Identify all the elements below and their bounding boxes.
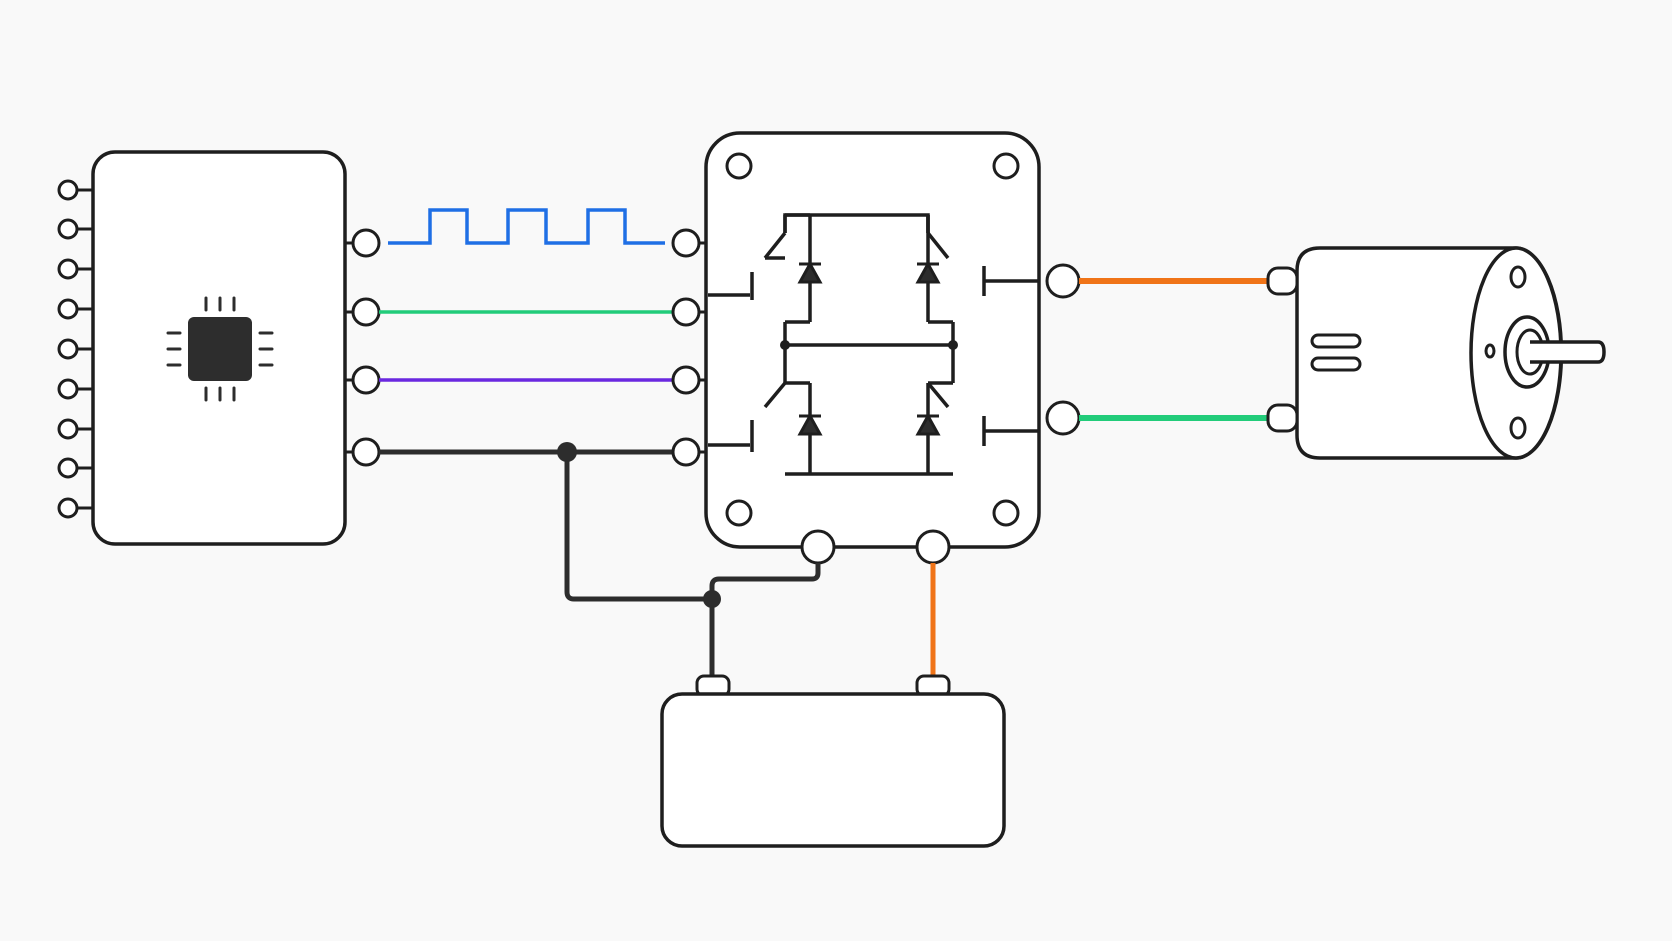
port-ctrl-1 (351, 297, 381, 327)
ground-junction (557, 442, 577, 462)
driver-input-ports (671, 228, 706, 467)
battery (660, 674, 1006, 848)
dc-motor (1266, 246, 1606, 460)
motor-wires (1079, 278, 1268, 421)
port-gnd (351, 437, 381, 467)
motor-shaft (1530, 340, 1606, 364)
driver-output-ports (1045, 263, 1081, 436)
ground-branch (564, 452, 712, 602)
h-bridge-driver (671, 131, 1081, 565)
power-wires (557, 442, 936, 680)
chip-icon (166, 296, 274, 402)
pwm-square-wave (388, 208, 665, 245)
driver-board (704, 131, 1041, 549)
port-pwm (351, 228, 381, 258)
battery-body (660, 692, 1006, 848)
junction-dots (780, 340, 958, 350)
port-ctrl-2 (351, 365, 381, 395)
battery-junction (703, 590, 721, 608)
signal-wires (379, 208, 672, 455)
driver-power-ports (800, 529, 951, 565)
flyback-diodes (797, 260, 941, 436)
microcontroller-output-ports (345, 228, 381, 467)
driver-ground-link (709, 563, 821, 599)
microcontroller (57, 150, 381, 546)
mounting-holes (725, 152, 1020, 527)
microcontroller-header-pins (57, 179, 93, 519)
